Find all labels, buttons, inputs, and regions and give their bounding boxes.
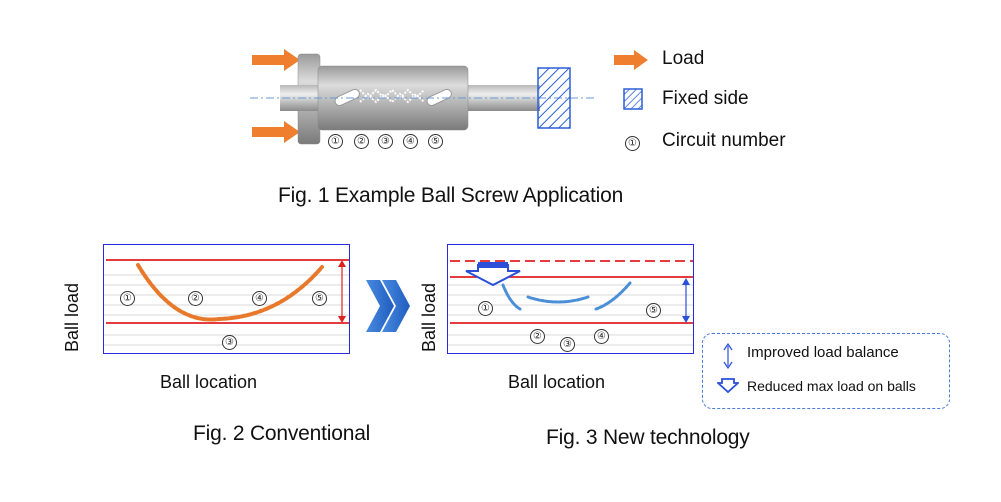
fixed-side-block <box>537 67 571 129</box>
fig3-circuit-3: ③ <box>560 337 575 352</box>
reduced-max-load-arrow-icon <box>717 378 739 394</box>
ball-screw-illustration <box>250 49 595 145</box>
improved-balance-arrow-icon <box>723 342 733 370</box>
legend-load-label: Load <box>662 48 705 69</box>
fig3-circuit-5: ⑤ <box>646 303 661 318</box>
fig3-circuit-2: ② <box>530 329 545 344</box>
fig2-circuit-5: ⑤ <box>312 291 327 306</box>
legend-fixed-side-label: Fixed side <box>662 88 749 109</box>
fig3-load-curve <box>501 281 632 311</box>
fig2-circuit-2: ② <box>188 291 203 306</box>
fig2-circuit-3: ③ <box>222 335 237 350</box>
fig3-circuit-4: ④ <box>594 329 609 344</box>
fig1-circuit-1: ① <box>328 134 343 149</box>
ball-circuits <box>334 88 452 107</box>
fig2-circuit-1: ① <box>120 291 135 306</box>
legend-reduced-max-load-label: Reduced max load on balls <box>747 378 916 394</box>
fig2-y-label: Ball load <box>62 282 82 352</box>
legend-fixed-side-icon <box>623 88 643 110</box>
fig3-range-arrow <box>682 278 690 323</box>
load-arrow-bottom <box>252 121 300 143</box>
fig3-caption: Fig. 3 New technology <box>546 426 750 449</box>
legend-circuit-icon: ① <box>625 136 640 151</box>
fig1-circuit-2: ② <box>354 134 369 149</box>
fig2-caption: Fig. 2 Conventional <box>193 422 371 445</box>
fig3-plot-area: ① ② ③ ④ ⑤ <box>447 244 694 354</box>
fig3-legend-box: Improved load balance Reduced max load o… <box>702 333 950 409</box>
legend-load-arrow-icon <box>614 50 648 70</box>
fig3-x-label: Ball location <box>508 372 606 392</box>
fig1-caption: Fig. 1 Example Ball Screw Application <box>278 184 624 207</box>
legend-circuit-number-label: Circuit number <box>662 130 786 151</box>
fig2-range-arrow <box>338 260 346 323</box>
fig1-circuit-5: ⑤ <box>428 134 443 149</box>
fig1-circuit-4: ④ <box>403 134 418 149</box>
fig2-x-label: Ball location <box>160 372 258 392</box>
fig3-y-label: Ball load <box>419 282 439 352</box>
fig1-circuit-3: ③ <box>378 134 393 149</box>
fig2-plot-area: ① ② ③ ④ ⑤ <box>103 244 350 354</box>
fig3-circuit-1: ① <box>478 301 493 316</box>
load-arrow-top <box>252 49 300 71</box>
fig2-load-curve <box>136 263 324 322</box>
legend-improved-balance-label: Improved load balance <box>747 344 899 361</box>
chevron-arrow-icon <box>366 280 410 332</box>
fig2-circuit-4: ④ <box>252 291 267 306</box>
fig3-down-arrow <box>465 262 521 287</box>
